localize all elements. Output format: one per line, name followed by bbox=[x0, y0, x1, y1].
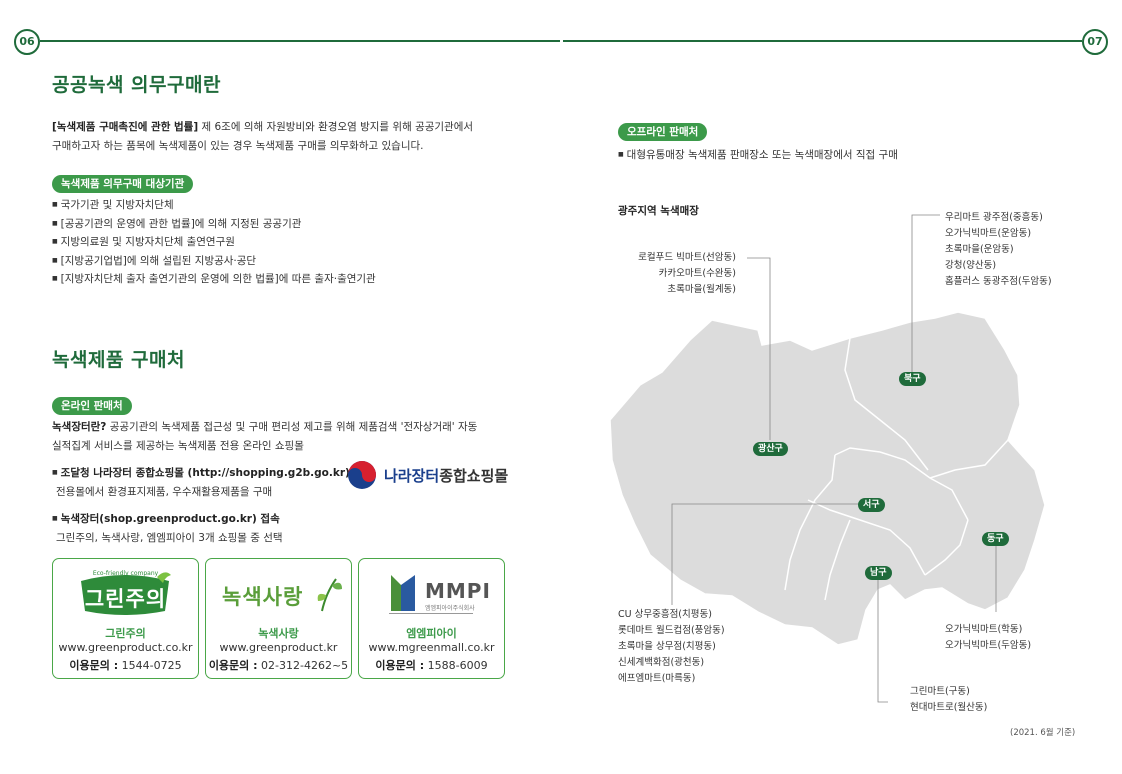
narajangter-logo: 나라장터종합쇼핑몰 bbox=[346, 459, 511, 491]
district-badge-gwangsan: 광산구 bbox=[753, 442, 788, 456]
stores-gwangsan: 로컬푸드 빅마트(선암동) 카카오마트(수완동) 초록마을(월계동) bbox=[600, 250, 736, 298]
list-item: 로컬푸드 빅마트(선암동) bbox=[638, 252, 736, 263]
target-agencies-pill: 녹색제품 의무구매 대상기관 bbox=[52, 175, 194, 193]
card-url[interactable]: www.mgreenmall.co.kr bbox=[368, 641, 495, 654]
offline-vendors-pill: 오프라인 판매처 bbox=[618, 123, 708, 141]
district-badge-seo: 서구 bbox=[858, 498, 885, 512]
list-item: 오가닉빅마트(학동) bbox=[945, 624, 1023, 635]
vendor-card-noksaksarang[interactable]: 녹색사랑 녹색사랑 www.greenproduct.kr 이용문의 : 02-… bbox=[205, 558, 352, 679]
stores-buk: 우리마트 광주점(중흥동) 오가닉빅마트(운암동) 초록마을(운암동) 강청(양… bbox=[945, 210, 1052, 290]
card-url[interactable]: www.greenproduct.kr bbox=[219, 641, 338, 654]
stores-seo: CU 상무중흥점(치평동) 롯데마트 월드컵점(풍암동) 초록마을 상무점(치평… bbox=[618, 607, 725, 687]
card-name: 그린주의 bbox=[105, 627, 146, 640]
noksaksarang-logo: 녹색사랑 bbox=[206, 567, 351, 621]
mmpi-logo: MMPI 엠엠피아이주식회사 bbox=[359, 567, 504, 621]
page-number-left: 06 bbox=[14, 29, 40, 55]
page-number-right: 07 bbox=[1082, 29, 1108, 55]
list-item: 현대마트로(월산동) bbox=[910, 702, 988, 713]
stores-dong: 오가닉빅마트(학동) 오가닉빅마트(두암동) bbox=[945, 622, 1031, 654]
list-item: 지방의료원 및 지방자치단체 출연연구원 bbox=[52, 233, 376, 252]
list-item: [지방자치단체 출자 출연기관의 운영에 의한 법률]에 따른 출자·출연기관 bbox=[52, 270, 376, 289]
leaf-icon bbox=[317, 578, 342, 612]
mall2-title[interactable]: 녹색장터(shop.greenproduct.go.kr) 접속 bbox=[60, 513, 280, 525]
greenjuui-logo: Eco-friendly company 그린주의 bbox=[53, 567, 198, 621]
list-item: 카카오마트(수완동) bbox=[658, 268, 736, 279]
taegeuk-icon bbox=[348, 461, 376, 489]
mall1-title[interactable]: 조달청 나라장터 종합쇼핑몰 (http://shopping.g2b.go.k… bbox=[60, 467, 350, 479]
list-item: 초록마을(월계동) bbox=[667, 284, 736, 295]
district-badge-dong: 동구 bbox=[982, 532, 1009, 546]
list-item: CU 상무중흥점(치평동) bbox=[618, 609, 712, 620]
card-name: 엠엠피아이 bbox=[406, 627, 457, 640]
card-tel: 이용문의 : 02-312-4262~5 bbox=[208, 659, 349, 672]
list-item: 홈플러스 동광주점(두암동) bbox=[945, 276, 1052, 287]
mall2-desc: 그린주의, 녹색사랑, 엠엠피아이 3개 쇼핑몰 중 선택 bbox=[56, 532, 283, 544]
offline-desc: 대형유통매장 녹색제품 판매장소 또는 녹색매장에서 직접 구매 bbox=[618, 145, 898, 165]
target-agencies-list: 국가기관 및 지방자치단체 [공공기관의 운영에 관한 법률]에 의해 지정된 … bbox=[52, 196, 376, 289]
list-item: 신세계백화점(광천동) bbox=[618, 657, 705, 668]
list-item: [지방공기업법]에 의해 설립된 지방공사·공단 bbox=[52, 252, 376, 271]
mall1-desc: 전용몰에서 환경표지제품, 우수재활용제품을 구매 bbox=[56, 486, 273, 498]
green-market-intro: 녹색장터란? 공공기관의 녹색제품 접근성 및 구매 편리성 제고를 위해 제품… bbox=[52, 421, 478, 452]
online-vendors-pill: 온라인 판매처 bbox=[52, 397, 132, 415]
list-item: 우리마트 광주점(중흥동) bbox=[945, 212, 1043, 223]
card-name: 녹색사랑 bbox=[258, 627, 299, 640]
list-item: 오가닉빅마트(두암동) bbox=[945, 640, 1032, 651]
list-item: 국가기관 및 지방자치단체 bbox=[52, 196, 376, 215]
list-item: 강청(양산동) bbox=[945, 260, 997, 271]
list-item: 오가닉빅마트(운암동) bbox=[945, 228, 1032, 239]
district-badge-buk: 북구 bbox=[899, 372, 926, 386]
list-item: 롯데마트 월드컵점(풍암동) bbox=[618, 625, 725, 636]
header-rule-left bbox=[40, 40, 560, 42]
list-item: 초록마을 상무점(치평동) bbox=[618, 641, 716, 652]
mall2-block: 녹색장터(shop.greenproduct.go.kr) 접속 그린주의, 녹… bbox=[52, 509, 283, 548]
section-title-green-vendors: 녹색제품 구매처 bbox=[52, 349, 185, 371]
law-name: [녹색제품 구매촉진에 관한 법률] bbox=[52, 121, 199, 133]
mall1-block: 조달청 나라장터 종합쇼핑몰 (http://shopping.g2b.go.k… bbox=[52, 463, 350, 502]
vendor-card-mmpi[interactable]: MMPI 엠엠피아이주식회사 엠엠피아이 www.mgreenmall.co.k… bbox=[358, 558, 505, 679]
card-tel: 이용문의 : 1544-0725 bbox=[69, 659, 182, 672]
card-tel: 이용문의 : 1588-6009 bbox=[375, 659, 488, 672]
map-outline bbox=[609, 311, 1046, 646]
vendor-card-greenjuui[interactable]: Eco-friendly company 그린주의 그린주의 www.green… bbox=[52, 558, 199, 679]
law-description: [녹색제품 구매촉진에 관한 법률] 제 6조에 의해 자원방비와 환경오염 방… bbox=[52, 121, 474, 152]
header-rule-right bbox=[563, 40, 1082, 42]
list-item: 그린마트(구동) bbox=[910, 686, 970, 697]
list-item: 초록마을(운암동) bbox=[945, 244, 1014, 255]
map-title: 광주지역 녹색매장 bbox=[618, 205, 699, 217]
card-url[interactable]: www.greenproduct.co.kr bbox=[58, 641, 193, 654]
section-title-mandatory-purchase: 공공녹색 의무구매란 bbox=[52, 74, 221, 96]
list-item: [공공기관의 운영에 관한 법률]에 의해 지정된 공공기관 bbox=[52, 215, 376, 234]
reference-date-note: (2021. 6월 기준) bbox=[1010, 728, 1076, 738]
district-badge-nam: 남구 bbox=[865, 566, 892, 580]
list-item: 에프엠마트(마륵동) bbox=[618, 673, 696, 684]
stores-nam: 그린마트(구동) 현대마트로(월산동) bbox=[910, 684, 987, 716]
